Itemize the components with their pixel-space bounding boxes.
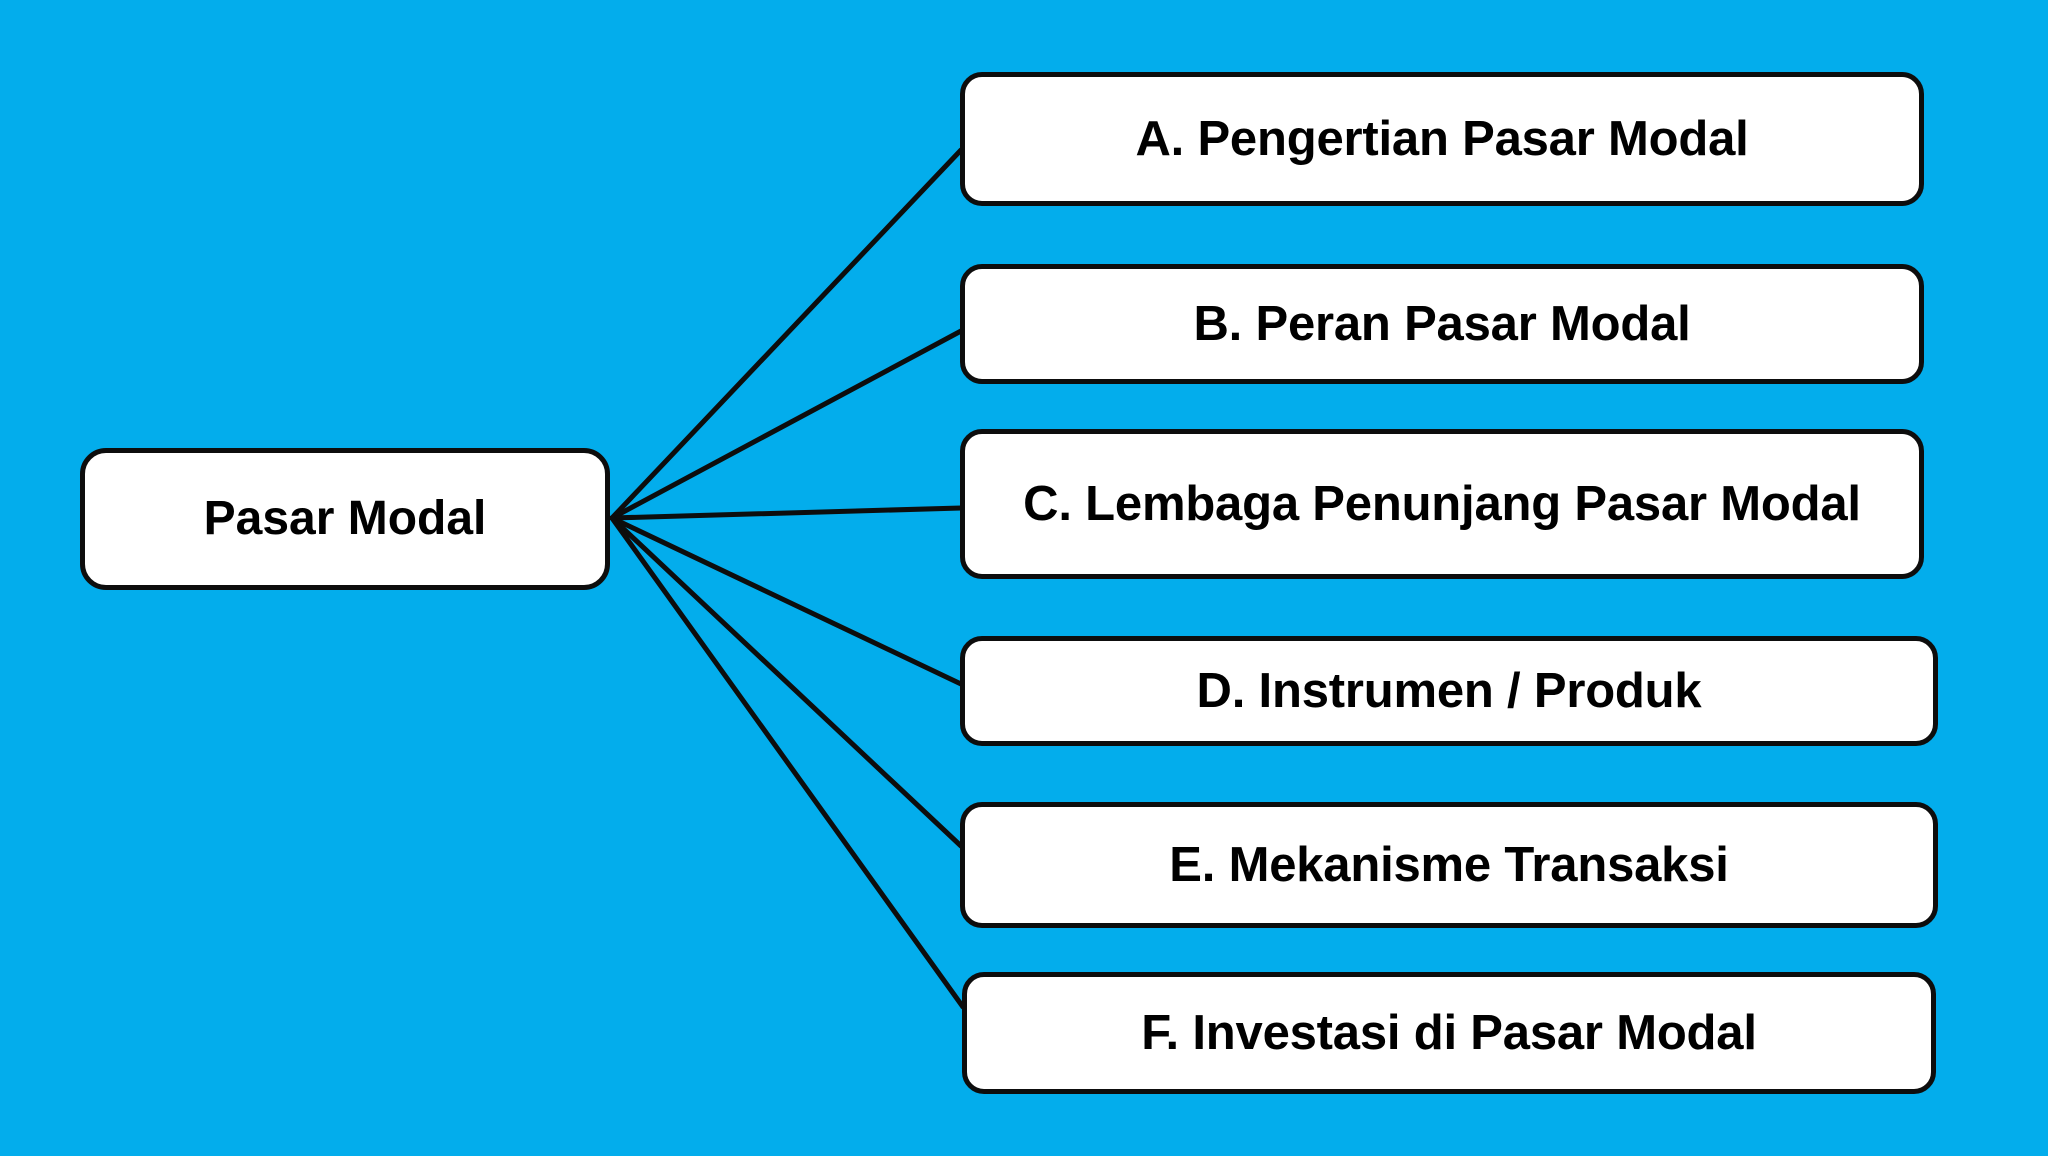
child-node-c-lembaga-penunjang-pasar-modal[interactable]: C. Lembaga Penunjang Pasar Modal [960, 429, 1924, 579]
child-node-f-label: F. Investasi di Pasar Modal [1141, 1005, 1757, 1060]
edge-root-to-e [609, 515, 964, 849]
edge-root-to-c [609, 505, 964, 521]
child-node-b-label: B. Peran Pasar Modal [1193, 296, 1691, 351]
root-node-pasar-modal[interactable]: Pasar Modal [80, 448, 610, 590]
child-node-e-label: E. Mekanisme Transaksi [1169, 837, 1729, 892]
root-node-label: Pasar Modal [203, 492, 487, 546]
child-node-f-investasi-di-pasar-modal[interactable]: F. Investasi di Pasar Modal [962, 972, 1936, 1094]
edge-root-to-d [609, 515, 964, 687]
child-node-d-instrumen-produk[interactable]: D. Instrumen / Produk [960, 636, 1938, 746]
edge-root-to-f [609, 515, 966, 1010]
child-node-b-peran-pasar-modal[interactable]: B. Peran Pasar Modal [960, 264, 1924, 384]
child-node-a-label: A. Pengertian Pasar Modal [1135, 111, 1749, 166]
child-node-a-pengertian-pasar-modal[interactable]: A. Pengertian Pasar Modal [960, 72, 1924, 206]
edge-root-to-a [609, 147, 964, 521]
edge-root-to-b [609, 328, 964, 521]
child-node-c-label: C. Lembaga Penunjang Pasar Modal [1023, 476, 1861, 531]
child-node-d-label: D. Instrumen / Produk [1196, 663, 1702, 718]
child-node-e-mekanisme-transaksi[interactable]: E. Mekanisme Transaksi [960, 802, 1938, 928]
